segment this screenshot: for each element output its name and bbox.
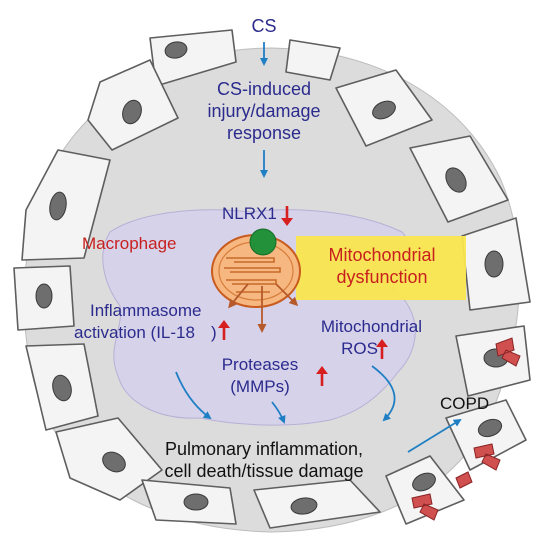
ros-up-arrow	[376, 339, 388, 359]
mitochondrion	[211, 234, 301, 308]
cs-induced-label: CS-induced injury/damage response	[186, 78, 342, 144]
outcome-line1: Pulmonary inflammation,	[164, 439, 364, 459]
proteases-line1: Proteases	[221, 355, 299, 374]
dysfunction-box	[296, 236, 466, 300]
red-blood-cells	[411, 337, 521, 521]
blue-arrows	[175, 42, 462, 453]
proteases-label: Proteases (MMPs)	[202, 354, 318, 398]
mmps-up-arrow	[316, 366, 328, 386]
mito-ros-line2: ROS	[341, 339, 378, 358]
proteases-line2: (MMPs)	[230, 377, 290, 396]
brown-arrows	[228, 283, 299, 333]
mito-dysfunction-label: Mitochondrial dysfunction	[300, 244, 464, 288]
mito-dysfunction-line1: Mitochondrial	[328, 245, 436, 265]
inflammasome-label: Inflammasome activation (IL-18)	[74, 300, 217, 344]
inflammasome-line2-text: activation (IL-18	[74, 323, 195, 342]
inflammasome-line1: Inflammasome	[90, 301, 202, 320]
macrophage-label: Macrophage	[82, 234, 177, 253]
nlrx1-down-arrow	[281, 206, 293, 226]
cs-induced-line2: injury/damage	[207, 101, 321, 121]
nlrx1-dot	[249, 228, 277, 256]
mito-dysfunction-line2: dysfunction	[336, 267, 428, 287]
copd-label: COPD	[440, 394, 490, 413]
cs-induced-line1: CS-induced	[216, 79, 312, 99]
mito-ros-label: Mitochondrial ROS	[290, 316, 422, 360]
outcome-line2: cell death/tissue damage	[164, 461, 364, 481]
il18-up-arrow	[218, 320, 230, 340]
nlrx1-label: NLRX1	[222, 204, 277, 223]
red-arrows	[218, 206, 388, 386]
mito-ros-line1: Mitochondrial	[320, 317, 422, 336]
inflammasome-close-paren: )	[210, 323, 217, 342]
epithelial-nuclei	[35, 41, 509, 515]
cs-label: CS	[251, 16, 277, 36]
cs-induced-line3: response	[226, 123, 302, 143]
outcome-label: Pulmonary inflammation, cell death/tissu…	[128, 438, 400, 482]
inflammasome-line2: activation (IL-18)	[74, 322, 217, 344]
